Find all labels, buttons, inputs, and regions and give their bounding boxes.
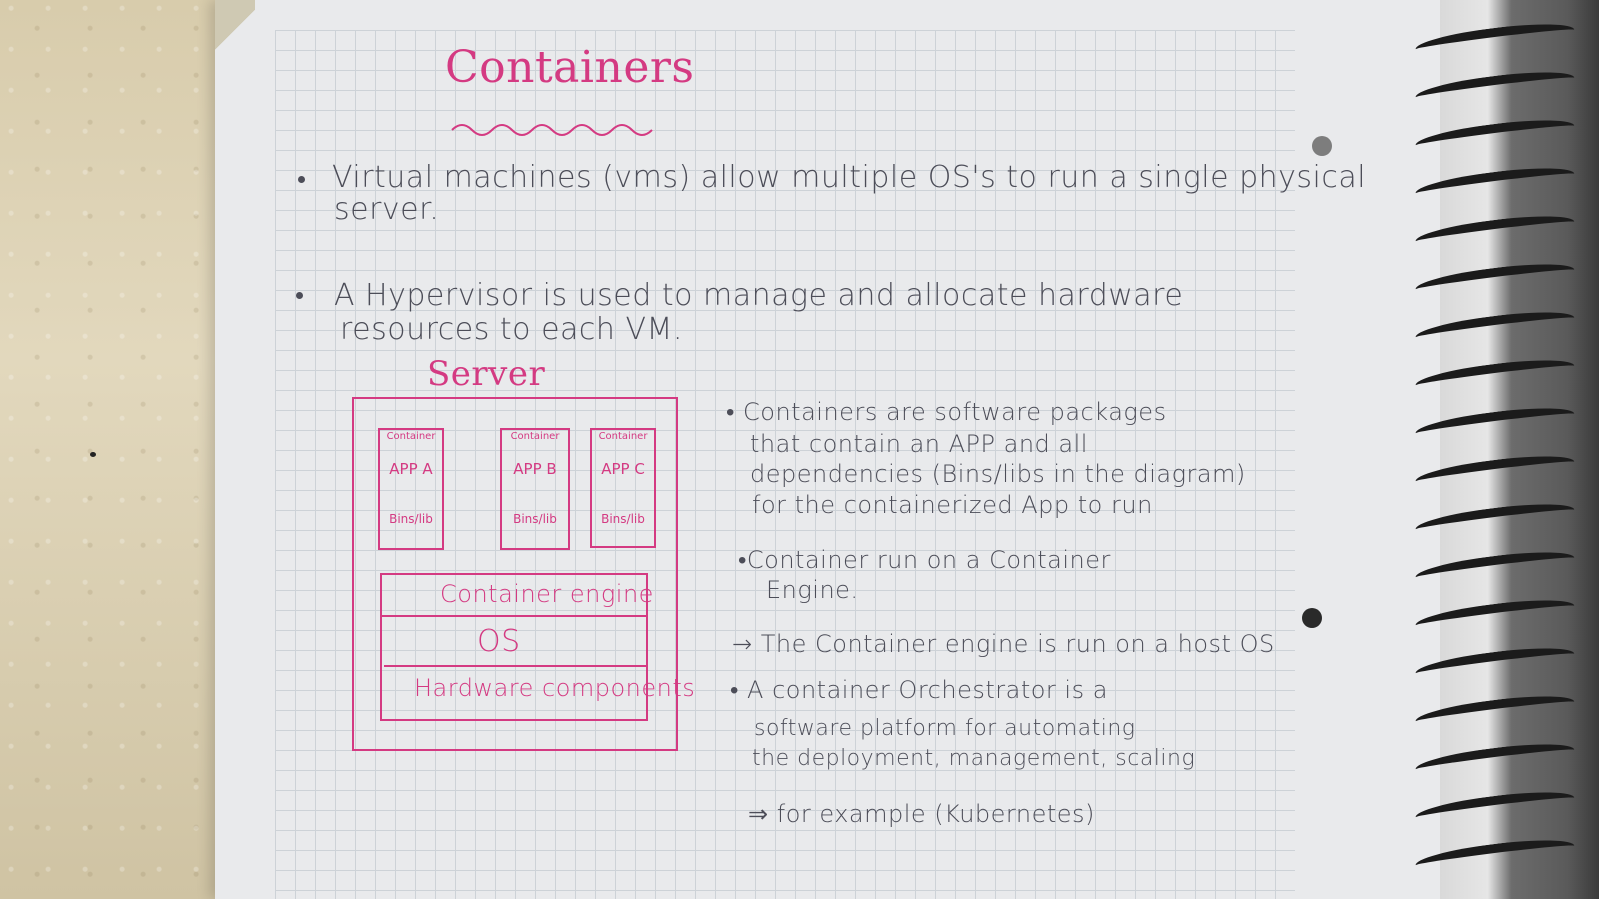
- spiral-spine: [1440, 0, 1599, 899]
- note-host-os: → The Container engine is run on a host …: [732, 630, 1275, 658]
- container-box-a: Container APP A Bins/lib: [378, 428, 444, 550]
- diagram-title: Server: [427, 354, 546, 394]
- layer-divider: [380, 615, 646, 617]
- bullet-dot: [296, 292, 303, 299]
- note-containers-line4: for the containerized App to run: [752, 491, 1153, 519]
- punch-hole: [1312, 136, 1332, 156]
- note-engine-line1: •Container run on a Container: [738, 546, 1111, 574]
- container-app: APP B: [513, 460, 557, 478]
- container-libs: Bins/lib: [389, 512, 433, 526]
- container-header: Container: [598, 431, 648, 442]
- bullet-vm-line1: Virtual machines (vms) allow multiple OS…: [332, 160, 1367, 195]
- layer-engine: Container engine: [440, 580, 654, 608]
- server-box: [352, 397, 678, 751]
- page-fold: [215, 0, 255, 60]
- layer-hardware: Hardware components: [414, 674, 696, 702]
- note-containers-line3: dependencies (Bins/libs in the diagram): [750, 460, 1246, 488]
- page-title: Containers: [445, 42, 695, 93]
- bullet-dot: [298, 176, 305, 183]
- layer-divider: [384, 665, 646, 667]
- container-header: Container: [510, 431, 560, 442]
- note-containers-line2: that contain an APP and all: [750, 430, 1088, 458]
- note-orchestrator-line1: • A container Orchestrator is a: [730, 676, 1108, 704]
- bullet-hypervisor-line1: A Hypervisor is used to manage and alloc…: [334, 278, 1184, 313]
- punch-hole: [1302, 608, 1322, 628]
- stack-box: [380, 573, 648, 721]
- title-underline: [451, 124, 653, 136]
- layer-os: OS: [477, 624, 521, 659]
- note-orchestrator-line3: the deployment, management, scaling: [752, 746, 1196, 771]
- note-orchestrator-line2: software platform for automating: [754, 716, 1136, 741]
- container-header: Container: [386, 431, 436, 442]
- container-box-c: Container APP C Bins/lib: [590, 428, 656, 548]
- bullet-hypervisor-line2: resources to each VM.: [340, 312, 683, 347]
- note-kubernetes: ⇒ for example (Kubernetes): [748, 800, 1095, 828]
- container-box-b: Container APP B Bins/lib: [500, 428, 570, 550]
- container-libs: Bins/lib: [513, 512, 557, 526]
- note-containers-line1: • Containers are software packages: [726, 398, 1167, 426]
- bullet-vm-line2: server.: [334, 192, 440, 227]
- wall-speck: [90, 452, 96, 457]
- graph-paper-grid: [275, 30, 1295, 899]
- note-engine-line2: Engine.: [766, 576, 859, 604]
- container-app: APP C: [601, 460, 645, 478]
- container-app: APP A: [389, 460, 433, 478]
- container-libs: Bins/lib: [601, 512, 645, 526]
